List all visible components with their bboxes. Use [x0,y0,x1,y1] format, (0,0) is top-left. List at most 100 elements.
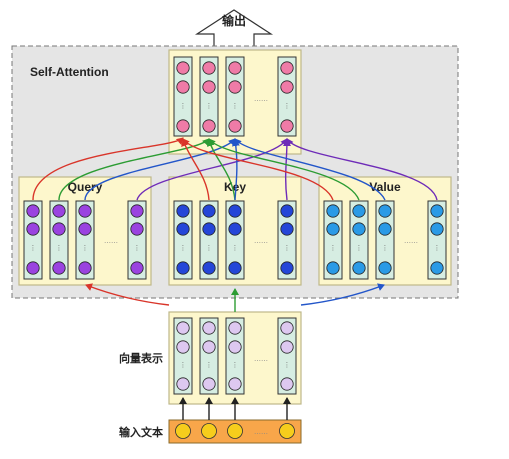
vector-column-3-node-1 [228,321,242,335]
query-hdots: …… [104,237,118,245]
key-column-1-bg [173,200,193,280]
vector-column-1-node-2 [176,340,190,354]
output-column-4-vdots: ⋮ [284,102,291,110]
vector-column-4-vdots: ⋮ [284,361,291,369]
vector-column-2-bg [199,317,219,395]
query-column-1-bg [23,200,43,280]
query-column-2-vdots: ⋮ [56,244,63,252]
value-column-3-node-2 [378,222,392,236]
query-column-3-node-1 [78,204,92,218]
value-to-output-green [208,138,360,201]
vector-to-value-arrow [300,283,385,306]
value-column-1-node-1 [326,204,340,218]
value-column-1: ⋮ [323,200,343,280]
value-column-3-bg [375,200,395,280]
key-column-1: ⋮ [173,200,193,280]
value-column-4-node-2 [430,222,444,236]
input-token-4 [279,423,295,439]
query-column-2-node-2 [52,222,66,236]
value-column-2-node-1 [352,204,366,218]
column-group: ⋮⋮⋮⋮……⋮⋮⋮⋮……⋮⋮⋮⋮……⋮⋮⋮⋮……⋮⋮⋮⋮………… [23,56,447,439]
output-column-1-bg [173,56,193,137]
vector-column-4-node-3 [280,377,294,391]
output-label: 输出 [222,13,246,28]
query-column-4-vdots: ⋮ [134,244,141,252]
input-token-2 [201,423,217,439]
vector-repr-label: 向量表示 [119,351,163,365]
output-column-1-node-2 [176,80,190,94]
value-to-output-red [182,138,334,201]
output-column-3-node-1 [228,61,242,75]
output-column-4-node-3 [280,119,294,133]
self-attention-title: Self-Attention [30,65,109,79]
key-column-1-node-1 [176,204,190,218]
query-column-1-node-3 [26,261,40,275]
output-column-1-vdots: ⋮ [180,102,187,110]
vector-column-2-node-1 [202,321,216,335]
vector-column-3: ⋮ [225,317,245,395]
key-column-2-node-3 [202,261,216,275]
vector-column-2-node-2 [202,340,216,354]
key-column-3: ⋮ [225,200,245,280]
key-column-3-node-1 [228,204,242,218]
output-column-4: ⋮ [277,56,297,137]
value-column-4-bg [427,200,447,280]
vector-to-query-arrow [85,283,170,306]
output-column-3-bg [225,56,245,137]
vector-column-4-bg [277,317,297,395]
vector-hdots: …… [254,355,268,363]
vector-column-2-node-3 [202,377,216,391]
output-hdots: …… [254,95,268,103]
output-column-2-vdots: ⋮ [206,102,213,110]
value-column-1-node-2 [326,222,340,236]
input-token-3 [227,423,243,439]
key-column-1-node-2 [176,222,190,236]
output-column-3-node-2 [228,80,242,94]
value-column-3-node-1 [378,204,392,218]
vector-column-4-node-1 [280,321,294,335]
vector-column-2: ⋮ [199,317,219,395]
vector-column-1-vdots: ⋮ [180,361,187,369]
output-column-3-node-3 [228,119,242,133]
query-column-2: ⋮ [49,200,69,280]
query-column-2-node-3 [52,261,66,275]
query-to-output-purple [136,138,288,201]
output-column-1-node-1 [176,61,190,75]
value-column-4-vdots: ⋮ [434,244,441,252]
key-column-4-vdots: ⋮ [284,244,291,252]
output-column-2-node-1 [202,61,216,75]
value-column-4-node-3 [430,261,444,275]
value-column-1-vdots: ⋮ [330,244,337,252]
value-column-1-node-3 [326,261,340,275]
vector-column-1-bg [173,317,193,395]
value-column-3: ⋮ [375,200,395,280]
key-column-2-vdots: ⋮ [206,244,213,252]
key-column-3-bg [225,200,245,280]
output-column-4-bg [277,56,297,137]
vector-column-1-node-3 [176,377,190,391]
output-column-3-vdots: ⋮ [232,102,239,110]
key-column-4-bg [277,200,297,280]
value-column-3-vdots: ⋮ [382,244,389,252]
value-to-output-blue [234,138,386,201]
value-column-4: ⋮ [427,200,447,280]
vector-column-3-vdots: ⋮ [232,361,239,369]
key-column-2-node-1 [202,204,216,218]
output-column-2-node-3 [202,119,216,133]
key-column-4-node-3 [280,261,294,275]
key-column-2-bg [199,200,219,280]
query-column-3-vdots: ⋮ [82,244,89,252]
key-column-3-vdots: ⋮ [232,244,239,252]
key-column-4-node-1 [280,204,294,218]
vector-column-4: ⋮ [277,317,297,395]
arrow-group [32,137,438,420]
value-column-2-node-2 [352,222,366,236]
output-column-4-node-1 [280,61,294,75]
key-title: Key [224,180,246,194]
query-to-output-blue [84,138,236,201]
query-column-3-node-3 [78,261,92,275]
query-column-4-bg [127,200,147,280]
query-to-output-green [58,138,210,201]
query-column-4: ⋮ [127,200,147,280]
